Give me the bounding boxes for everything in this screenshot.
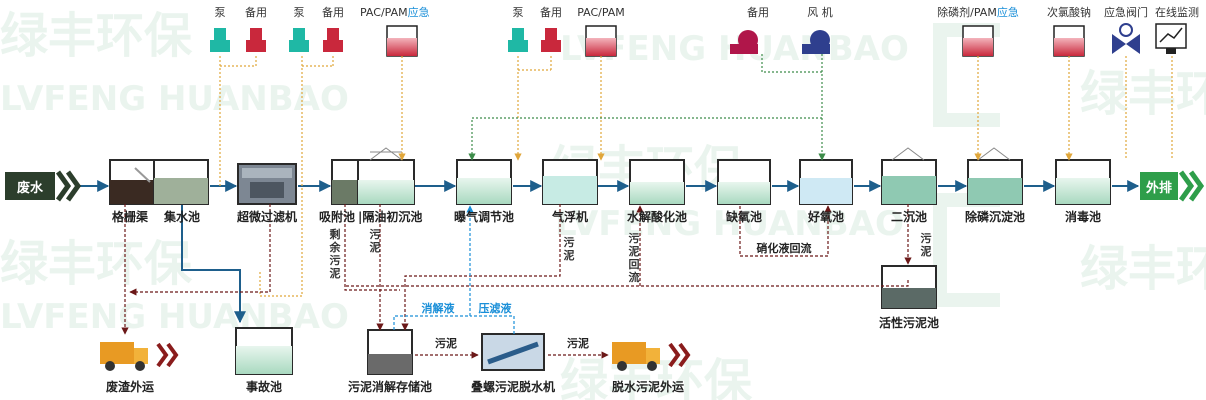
aerate-tank — [456, 159, 512, 205]
adsorb-label: 吸附池 — [318, 210, 356, 224]
sludge-truck — [612, 342, 691, 371]
pump-label-3: 泵 — [512, 6, 524, 19]
disinfect-tank — [1055, 159, 1111, 205]
pump-label-1: 泵 — [214, 6, 226, 19]
aerobic-label: 好氧池 — [807, 210, 845, 224]
filtrate-lines — [393, 205, 515, 334]
grid-channel-tank — [109, 159, 155, 205]
sludge-store-label: 污泥消解存储池 — [347, 380, 433, 394]
anoxic-label: 缺氧池 — [725, 210, 763, 224]
collect-tank — [153, 159, 209, 205]
standby-label-1: 备用 — [245, 6, 267, 19]
residual-sludge-label: 剩余污泥 — [329, 228, 341, 280]
adsorb-tank — [331, 159, 359, 205]
sludge-label-4: 污泥 — [435, 337, 457, 350]
outlet-label: 外排 — [1145, 180, 1172, 196]
sludge-return-label: 污泥回流 — [628, 232, 640, 284]
pump-icon-4 — [323, 28, 343, 52]
pac-label-2: PAC/PAM — [577, 6, 625, 19]
sludge-label-1: 污泥 — [369, 228, 381, 254]
pump-icon-5 — [508, 28, 528, 52]
screw-press — [481, 333, 545, 371]
sludge-label-2: 污泥 — [563, 236, 575, 262]
standby-label-4: 备用 — [747, 6, 769, 19]
press-label: 叠螺污泥脱水机 — [470, 380, 556, 394]
blower-icons — [730, 30, 830, 54]
pump-icon-2 — [246, 28, 266, 52]
online-monitor-label: 在线监测 — [1155, 6, 1199, 19]
phos-label: 除磷沉淀池 — [964, 210, 1026, 224]
ultra-label: 超微过滤机 — [236, 210, 298, 224]
nitrate-return-label: 硝化液回流 — [756, 242, 812, 255]
phos-agent-label: 除磷剂/PAM — [937, 6, 997, 19]
pac-tank-1 — [386, 25, 418, 57]
digest-liquid-label: 消解液 — [421, 302, 455, 315]
second-label: 二沉池 — [890, 210, 928, 224]
blower-label: 风 机 — [807, 6, 833, 19]
pac-emergency-label: PAC/PAM应急 — [360, 6, 430, 20]
emergency-label-1: 应急 — [407, 6, 430, 19]
pump-label-2: 泵 — [293, 6, 305, 19]
float-label: 气浮机 — [551, 210, 589, 224]
collect-label: 集水池 — [163, 210, 201, 224]
active-sludge-label: 活性污泥池 — [878, 316, 940, 330]
grid-label: 格栅渠 — [111, 210, 149, 224]
aerobic-tank — [799, 159, 853, 205]
oilsep-label-text: 隔油初沉池 — [362, 210, 423, 224]
oil-sep-tank — [357, 147, 415, 205]
phos-agent-emergency-label: 除磷剂/PAM应急 — [937, 6, 1019, 20]
pump-icon-6 — [541, 28, 561, 52]
pump-icons — [210, 28, 561, 52]
sludge-label-5: 污泥 — [567, 337, 589, 350]
sludge-label-3: 污泥 — [920, 232, 932, 258]
outlet-tag — [1140, 170, 1205, 202]
standby-label-3: 备用 — [540, 6, 562, 19]
pac-tank-2 — [585, 25, 617, 57]
blower-icon-main — [802, 30, 830, 54]
chemical-dosing-lines — [219, 56, 1173, 297]
valve-icon — [1112, 23, 1140, 54]
tanks — [109, 147, 1111, 375]
active-sludge-tank — [881, 265, 937, 309]
sludge-lines — [121, 204, 912, 359]
hydrolysis-tank — [629, 159, 685, 205]
air-lines — [468, 54, 826, 161]
phos-agent-tank — [962, 25, 994, 57]
slag-truck — [100, 342, 179, 371]
monitor-icon — [1155, 23, 1187, 54]
slag-out-label: 废渣外运 — [105, 380, 155, 394]
anoxic-tank — [717, 159, 771, 205]
sludge-store-tank — [367, 329, 413, 375]
float-tank — [542, 159, 598, 205]
hydro-label: 水解酸化池 — [626, 210, 688, 224]
chemical-tanks — [386, 25, 1085, 57]
inlet-label: 废水 — [16, 180, 43, 196]
disinfect-label: 消毒池 — [1064, 210, 1102, 224]
emergency-valve-label: 应急阀门 — [1104, 6, 1148, 19]
emergency-label-2: 应急 — [996, 6, 1019, 19]
pac-label-1: PAC/PAM — [360, 6, 408, 19]
accident-tank — [235, 327, 293, 375]
phos-settle-tank — [967, 147, 1023, 205]
accident-label: 事故池 — [245, 380, 283, 394]
inlet-tag — [5, 170, 82, 202]
ultra-filter-machine — [237, 163, 297, 205]
aerate-label: 曝气调节池 — [453, 210, 515, 224]
blower-icon-standby — [730, 30, 758, 54]
sludge-out-label: 脱水污泥外运 — [611, 380, 685, 394]
hypochlorite-tank — [1053, 25, 1085, 57]
second-settle-tank — [881, 147, 937, 205]
pump-icon-1 — [210, 28, 230, 52]
oilsep-label: |隔油初沉池 — [358, 210, 423, 224]
standby-label-2: 备用 — [322, 6, 344, 19]
hypochlorite-label: 次氯酸钠 — [1047, 6, 1091, 19]
main-water-line — [80, 180, 1140, 324]
press-filtrate-label: 压滤液 — [478, 302, 512, 315]
pump-icon-3 — [289, 28, 309, 52]
